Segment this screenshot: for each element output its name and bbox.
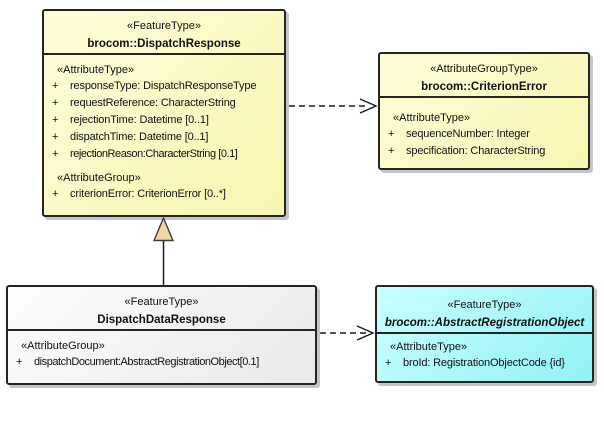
- uml-class-criterion-error[interactable]: «AttributeGroupType» brocom::CriterionEr…: [378, 52, 590, 170]
- attribute-text: dispatchTime: Datetime [0..1]: [70, 131, 209, 143]
- attribute-text: dispatchDocument:AbstractRegistrationObj…: [34, 356, 259, 368]
- section-label: «AttributeGroup»: [21, 340, 105, 352]
- class-body: «AttributeType» + broId: RegistrationObj…: [377, 334, 592, 376]
- visibility-symbol: +: [388, 128, 395, 140]
- attribute-row: + dispatchDocument:AbstractRegistrationO…: [8, 354, 311, 371]
- uml-class-dispatch-response[interactable]: «FeatureType» brocom::DispatchResponse «…: [42, 9, 286, 217]
- class-stereotype: «FeatureType»: [447, 299, 522, 311]
- class-stereotype: «FeatureType»: [127, 20, 201, 32]
- visibility-symbol: +: [52, 131, 59, 143]
- class-header: «FeatureType» DispatchDataResponse: [8, 287, 315, 331]
- attribute-text: sequenceNumber: Integer: [406, 128, 530, 140]
- visibility-symbol: +: [52, 80, 59, 92]
- class-name: brocom::AbstractRegistrationObject: [384, 317, 585, 329]
- class-body: «AttributeType» + responseType: Dispatch…: [44, 55, 284, 207]
- class-name: brocom::CriterionError: [421, 81, 547, 93]
- attribute-row: + criterionError: CriterionError [0..*]: [44, 186, 280, 203]
- attribute-text: requestReference: CharacterString: [70, 97, 236, 109]
- visibility-symbol: +: [52, 97, 59, 109]
- attribute-text: criterionError: CriterionError [0..*]: [70, 188, 226, 200]
- class-header: «FeatureType» brocom::AbstractRegistrati…: [377, 287, 592, 334]
- uml-class-dispatch-data-response[interactable]: «FeatureType» DispatchDataResponse «Attr…: [6, 285, 317, 385]
- class-stereotype: «AttributeGroupType»: [430, 63, 538, 75]
- class-header: «AttributeGroupType» brocom::CriterionEr…: [380, 54, 588, 98]
- attribute-text: rejectionTime: Datetime [0..1]: [70, 114, 209, 126]
- section-label: «AttributeType»: [57, 64, 135, 76]
- visibility-symbol: +: [52, 148, 58, 160]
- attribute-row: + requestReference: CharacterString: [44, 95, 280, 112]
- attribute-row: + sequenceNumber: Integer: [380, 126, 584, 143]
- visibility-symbol: +: [52, 188, 59, 200]
- attribute-row: + dispatchTime: Datetime [0..1]: [44, 129, 280, 146]
- attribute-row: + rejectionTime: Datetime [0..1]: [44, 112, 280, 129]
- class-name: brocom::DispatchResponse: [87, 38, 241, 50]
- section-label: «AttributeType»: [390, 341, 468, 353]
- visibility-symbol: +: [388, 145, 395, 157]
- attribute-row: + specification: CharacterString: [380, 143, 584, 160]
- attribute-text: broId: RegistrationObjectCode {id}: [403, 357, 565, 369]
- visibility-symbol: +: [385, 357, 392, 369]
- dependency-arrow-dispatchdataresponse-to-abstractregistrationobject[interactable]: [320, 325, 375, 341]
- attribute-row: + responseType: DispatchResponseType: [44, 78, 280, 95]
- attribute-text: rejectionReason:CharacterString [0.1]: [70, 148, 238, 160]
- visibility-symbol: +: [16, 356, 22, 368]
- attribute-row: + broId: RegistrationObjectCode {id}: [377, 355, 588, 372]
- generalization-arrow-dispatchdataresponse-to-dispatchresponse[interactable]: [152, 216, 175, 285]
- class-stereotype: «FeatureType»: [124, 296, 199, 308]
- attribute-text: specification: CharacterString: [406, 145, 546, 157]
- uml-class-abstract-registration-object[interactable]: «FeatureType» brocom::AbstractRegistrati…: [375, 285, 594, 383]
- attribute-text: responseType: DispatchResponseType: [70, 80, 257, 92]
- class-header: «FeatureType» brocom::DispatchResponse: [44, 11, 284, 55]
- visibility-symbol: +: [52, 114, 59, 126]
- class-body: «AttributeType» + sequenceNumber: Intege…: [380, 98, 588, 164]
- dependency-arrow-dispatchresponse-to-criterionerror[interactable]: [289, 98, 378, 114]
- section-label: «AttributeType»: [393, 112, 471, 124]
- section-label: «AttributeGroup»: [57, 172, 141, 184]
- class-body: «AttributeGroup» + dispatchDocument:Abst…: [8, 331, 315, 375]
- class-name: DispatchDataResponse: [97, 314, 226, 326]
- attribute-row: + rejectionReason:CharacterString [0.1]: [44, 146, 280, 163]
